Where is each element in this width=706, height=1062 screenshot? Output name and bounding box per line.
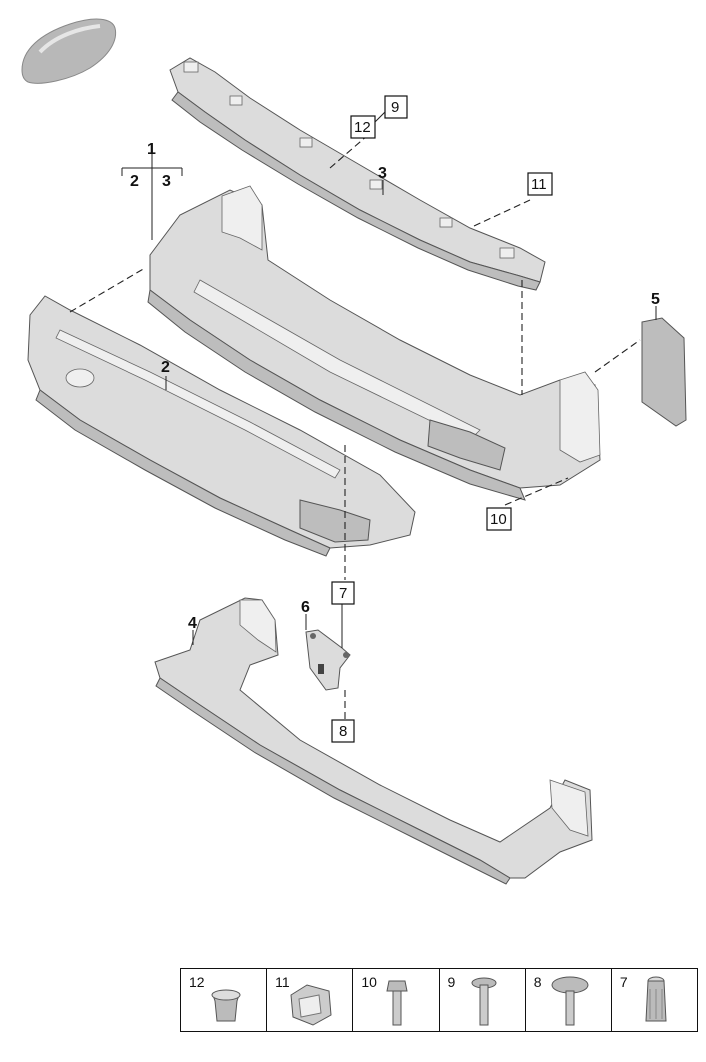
boxed-callout-9: 9 bbox=[384, 95, 408, 119]
legend-number: 9 bbox=[447, 974, 456, 990]
boxed-callout-8: 8 bbox=[331, 719, 355, 743]
callout-1-sub-2: 2 bbox=[130, 173, 139, 190]
callout-4: 4 bbox=[188, 615, 197, 632]
fastener-legend: 12 11 10 9 8 7 bbox=[180, 968, 698, 1032]
small-bracket-part-6 bbox=[305, 629, 351, 691]
callout-1: 1 bbox=[147, 141, 156, 158]
flange-screw-icon bbox=[551, 976, 589, 1026]
callout-5: 5 bbox=[651, 291, 660, 308]
svg-text:8: 8 bbox=[339, 723, 347, 740]
absorber-part-2 bbox=[27, 295, 416, 557]
svg-text:11: 11 bbox=[531, 176, 547, 193]
boxed-callout-11: 11 bbox=[527, 172, 553, 196]
assembly-lines bbox=[69, 134, 641, 720]
callout-3: 3 bbox=[378, 165, 387, 182]
plate-part-5 bbox=[641, 317, 687, 427]
legend-cell-7: 7 bbox=[610, 969, 697, 1031]
lower-crossmember-part-4 bbox=[154, 597, 593, 885]
legend-number: 12 bbox=[189, 974, 205, 990]
legend-cell-9: 9 bbox=[438, 969, 525, 1031]
upper-beam-part-3 bbox=[169, 57, 546, 291]
spring-clip-icon bbox=[290, 984, 332, 1026]
car-silhouette-icon bbox=[21, 18, 117, 84]
boxed-callout-10: 10 bbox=[486, 507, 512, 531]
legend-number: 7 bbox=[619, 974, 628, 990]
legend-cell-10: 10 bbox=[352, 969, 438, 1031]
hex-bolt-icon bbox=[386, 980, 408, 1026]
main-beam-part-1 bbox=[147, 185, 601, 501]
legend-number: 8 bbox=[533, 974, 542, 990]
callout-1-sub-3: 3 bbox=[162, 173, 171, 190]
screw-icon bbox=[471, 977, 497, 1026]
legend-cell-12: 12 bbox=[181, 969, 266, 1031]
callout-6: 6 bbox=[301, 599, 310, 616]
legend-cell-8: 8 bbox=[524, 969, 611, 1031]
leader-lines bbox=[121, 152, 657, 648]
boxed-callout-7: 7 bbox=[331, 581, 355, 605]
rivet-nut-icon bbox=[645, 976, 667, 1022]
svg-text:10: 10 bbox=[490, 511, 507, 528]
legend-number: 10 bbox=[361, 974, 377, 990]
legend-number: 11 bbox=[275, 974, 290, 990]
boxed-callout-12: 12 bbox=[350, 115, 376, 139]
callout-2: 2 bbox=[161, 359, 170, 376]
leader-12-9 bbox=[374, 111, 386, 123]
svg-text:7: 7 bbox=[339, 585, 347, 602]
svg-text:9: 9 bbox=[391, 99, 399, 116]
clip-nut-icon bbox=[211, 989, 241, 1022]
legend-cell-11: 11 bbox=[266, 969, 352, 1031]
svg-text:12: 12 bbox=[354, 119, 371, 136]
